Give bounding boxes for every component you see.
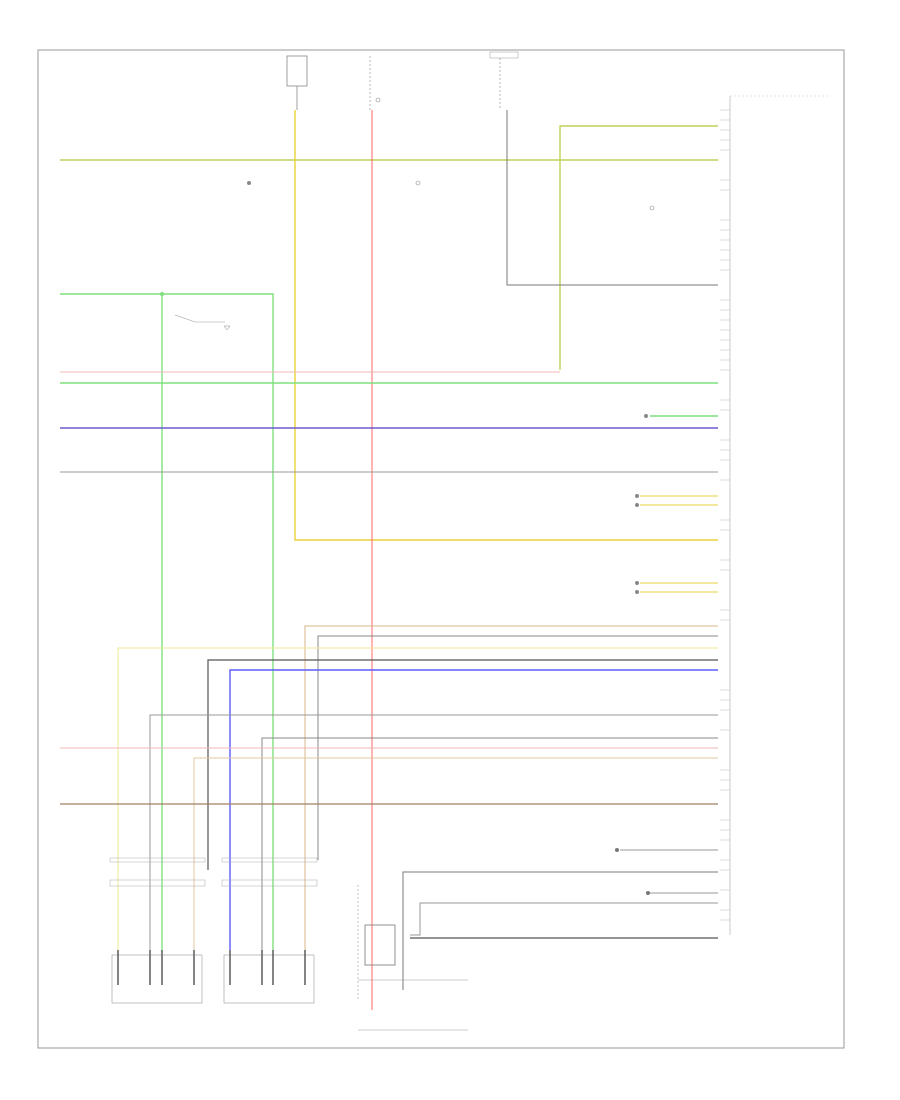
wire-blue-1	[229, 669, 718, 950]
splice-callout	[174, 314, 231, 331]
wire-green-1	[60, 293, 274, 950]
splice-callout	[644, 414, 648, 418]
splices	[160, 180, 655, 895]
junction-dot	[615, 848, 619, 852]
wire-gray-4	[261, 737, 718, 950]
splice-callout	[415, 180, 421, 186]
ecm-connector	[720, 95, 830, 935]
wire-gray-6	[402, 871, 718, 990]
splice-callout	[635, 494, 639, 507]
wire-paleyellow-1	[117, 647, 718, 950]
ecm-pin-ticks	[720, 109, 730, 921]
wire-dark-1	[207, 659, 718, 870]
ignition-component	[369, 56, 381, 110]
sensor-1	[109, 857, 206, 1004]
wire-tan-1	[304, 625, 718, 950]
ground-connector	[357, 885, 468, 1031]
wires	[60, 110, 718, 1010]
wire-gray-3	[149, 714, 718, 950]
junction-dot	[160, 292, 164, 296]
fuse-component	[286, 55, 308, 110]
wire-gray-2	[317, 635, 718, 860]
junction-dot	[646, 891, 650, 895]
wire-lime-1	[559, 125, 718, 370]
splice-callout	[247, 181, 251, 185]
wire-gray-relay	[506, 110, 718, 286]
splice-callout	[649, 205, 655, 211]
relay-component	[489, 51, 519, 110]
wire-gray-8	[410, 902, 718, 936]
sensor-2	[221, 857, 318, 1004]
splice-callout	[635, 581, 639, 594]
wire-yellow-fuse	[294, 110, 718, 541]
diagram-frame	[37, 49, 845, 1049]
